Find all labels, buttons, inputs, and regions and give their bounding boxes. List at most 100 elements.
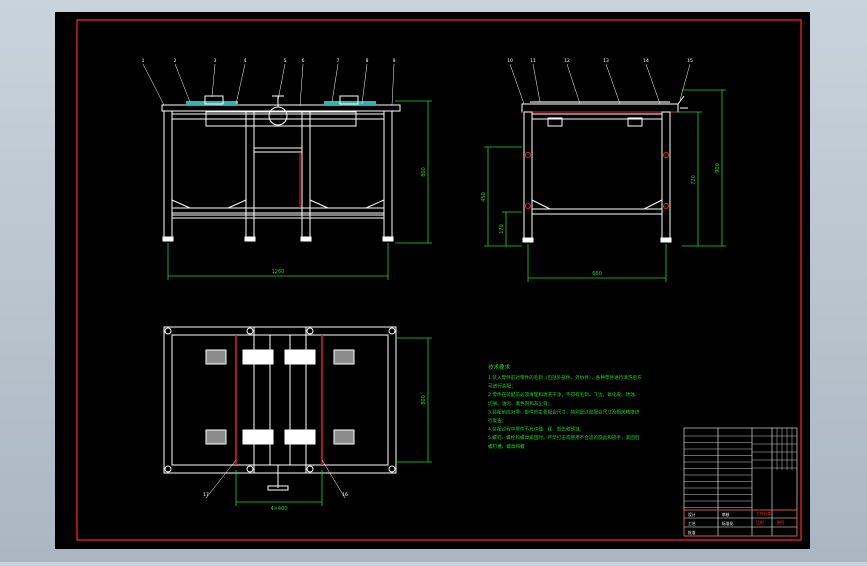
front-tabletop bbox=[161, 104, 401, 112]
title-block-accent bbox=[683, 509, 798, 537]
notes-line: 2.零件在装配前必须清理和清洗干净，不得有毛刺、飞边、氧化皮、锈蚀、 bbox=[488, 391, 639, 398]
front-rail-low bbox=[171, 207, 385, 214]
balloon-leader bbox=[235, 63, 246, 105]
balloon-label: 6 bbox=[302, 58, 305, 64]
side-foot bbox=[522, 237, 534, 243]
balloon-label: 9 bbox=[393, 58, 396, 64]
plan-pad-white bbox=[284, 349, 316, 365]
plan-dimensions bbox=[235, 337, 432, 506]
notes-line: 4.装配过程中零件不允许磕、碰、划伤和锈蚀； bbox=[488, 426, 584, 433]
front-inner-frame bbox=[205, 111, 357, 127]
front-rail-low2 bbox=[171, 214, 385, 219]
notes-title: 技术要求 bbox=[488, 363, 511, 371]
side-block bbox=[547, 117, 563, 127]
notes-line: 可进行装配； bbox=[488, 383, 516, 390]
front-clamp-block bbox=[204, 95, 224, 105]
side-dimensions bbox=[484, 89, 726, 282]
side-tabletop-hatch bbox=[530, 101, 670, 104]
front-view bbox=[161, 95, 401, 242]
front-clamp-block bbox=[339, 95, 359, 105]
balloon-label: 10 bbox=[507, 58, 513, 64]
side-bolt bbox=[663, 203, 669, 209]
balloon-leader bbox=[174, 63, 191, 103]
front-rail-top bbox=[171, 113, 385, 120]
title-block-label: 比例 bbox=[756, 520, 764, 525]
front-foot bbox=[382, 236, 394, 242]
balloon-leader bbox=[142, 63, 165, 106]
balloon-leader bbox=[532, 63, 541, 103]
plan-bolt bbox=[388, 465, 396, 473]
front-dimensions bbox=[167, 100, 432, 280]
side-dim-low: 170 bbox=[499, 224, 505, 234]
side-bolt bbox=[525, 152, 531, 158]
side-rail bbox=[531, 208, 663, 215]
balloon-label: 13 bbox=[603, 58, 609, 64]
title-block-rows bbox=[684, 435, 752, 508]
balloon-label: 17 bbox=[203, 492, 209, 498]
balloon-leader bbox=[277, 63, 286, 101]
sheet-border bbox=[76, 19, 802, 541]
balloon-leader bbox=[211, 63, 216, 98]
side-view bbox=[521, 95, 688, 243]
plan-pad bbox=[333, 349, 355, 365]
front-feet bbox=[162, 236, 394, 242]
side-block bbox=[627, 117, 643, 127]
plan-bolt bbox=[246, 465, 254, 473]
balloon-label: 5 bbox=[284, 58, 287, 64]
balloon-leader bbox=[331, 63, 339, 103]
balloon-leader bbox=[605, 63, 621, 105]
balloon-label: 3 bbox=[214, 58, 217, 64]
plan-pads-white bbox=[242, 349, 316, 445]
balloon-label: 16 bbox=[342, 492, 348, 498]
side-bolt bbox=[525, 203, 531, 209]
balloon-label: 1 bbox=[142, 58, 145, 64]
balloon-label: 14 bbox=[643, 58, 649, 64]
plan-bolt bbox=[246, 327, 254, 335]
plan-frame-outer bbox=[163, 326, 397, 474]
balloon-leader bbox=[509, 63, 525, 105]
front-tabletop-hatch bbox=[186, 101, 238, 105]
side-handle bbox=[677, 95, 688, 109]
plan-pad-white bbox=[284, 429, 316, 445]
title-block-cell: 标准化 bbox=[722, 521, 734, 526]
side-foot bbox=[660, 237, 672, 243]
front-dim-width: 1260 bbox=[272, 269, 285, 275]
plan-dim-width: 4×400 bbox=[271, 506, 288, 512]
front-brace bbox=[171, 199, 385, 209]
balloon-leader bbox=[679, 63, 691, 101]
balloon-leader bbox=[361, 63, 368, 105]
notes-line: 行复查； bbox=[488, 417, 506, 424]
plan-corner-bolts bbox=[164, 327, 396, 473]
plan-handwheel bbox=[267, 485, 289, 491]
side-dim-overall: 900 bbox=[715, 163, 721, 173]
plan-bolt bbox=[164, 327, 172, 335]
title-block-cell: 设计 bbox=[688, 512, 696, 517]
balloon-label: 8 bbox=[366, 58, 369, 64]
side-dim-width: 660 bbox=[592, 271, 602, 277]
notes-line: 切屑、油污、着色剂和灰尘等； bbox=[488, 400, 552, 407]
plan-pads bbox=[205, 349, 355, 445]
title-block-text: 设计审核工艺标准化批准工作台架比例图号 bbox=[688, 511, 785, 535]
plan-pad bbox=[205, 429, 227, 445]
notes-lines: 1.装入零件前对零件的毛刺（包括外部件、外协件），各种零件进行清洗后方 可进行装… bbox=[488, 374, 642, 450]
plan-view bbox=[163, 326, 397, 491]
front-foot bbox=[244, 236, 256, 242]
plan-bolt bbox=[388, 327, 396, 335]
balloon-leader bbox=[299, 63, 304, 107]
balloon-leader bbox=[566, 63, 581, 105]
balloon-label: 7 bbox=[337, 58, 340, 64]
front-foot bbox=[300, 236, 312, 242]
side-bolt bbox=[663, 152, 669, 158]
title-block-grid bbox=[752, 428, 797, 470]
balloon-label: 15 bbox=[687, 58, 693, 64]
front-foot bbox=[162, 236, 174, 242]
front-tabletop-hatch bbox=[324, 101, 376, 105]
balloon-label: 2 bbox=[174, 58, 177, 64]
front-rail-mid bbox=[253, 147, 303, 153]
notes-line: 3.装配前应对零、部件的主要配合尺寸，特别是过盈配合尺寸及相关精度进 bbox=[488, 408, 640, 415]
side-rail bbox=[531, 113, 663, 120]
plan-pad bbox=[205, 349, 227, 365]
